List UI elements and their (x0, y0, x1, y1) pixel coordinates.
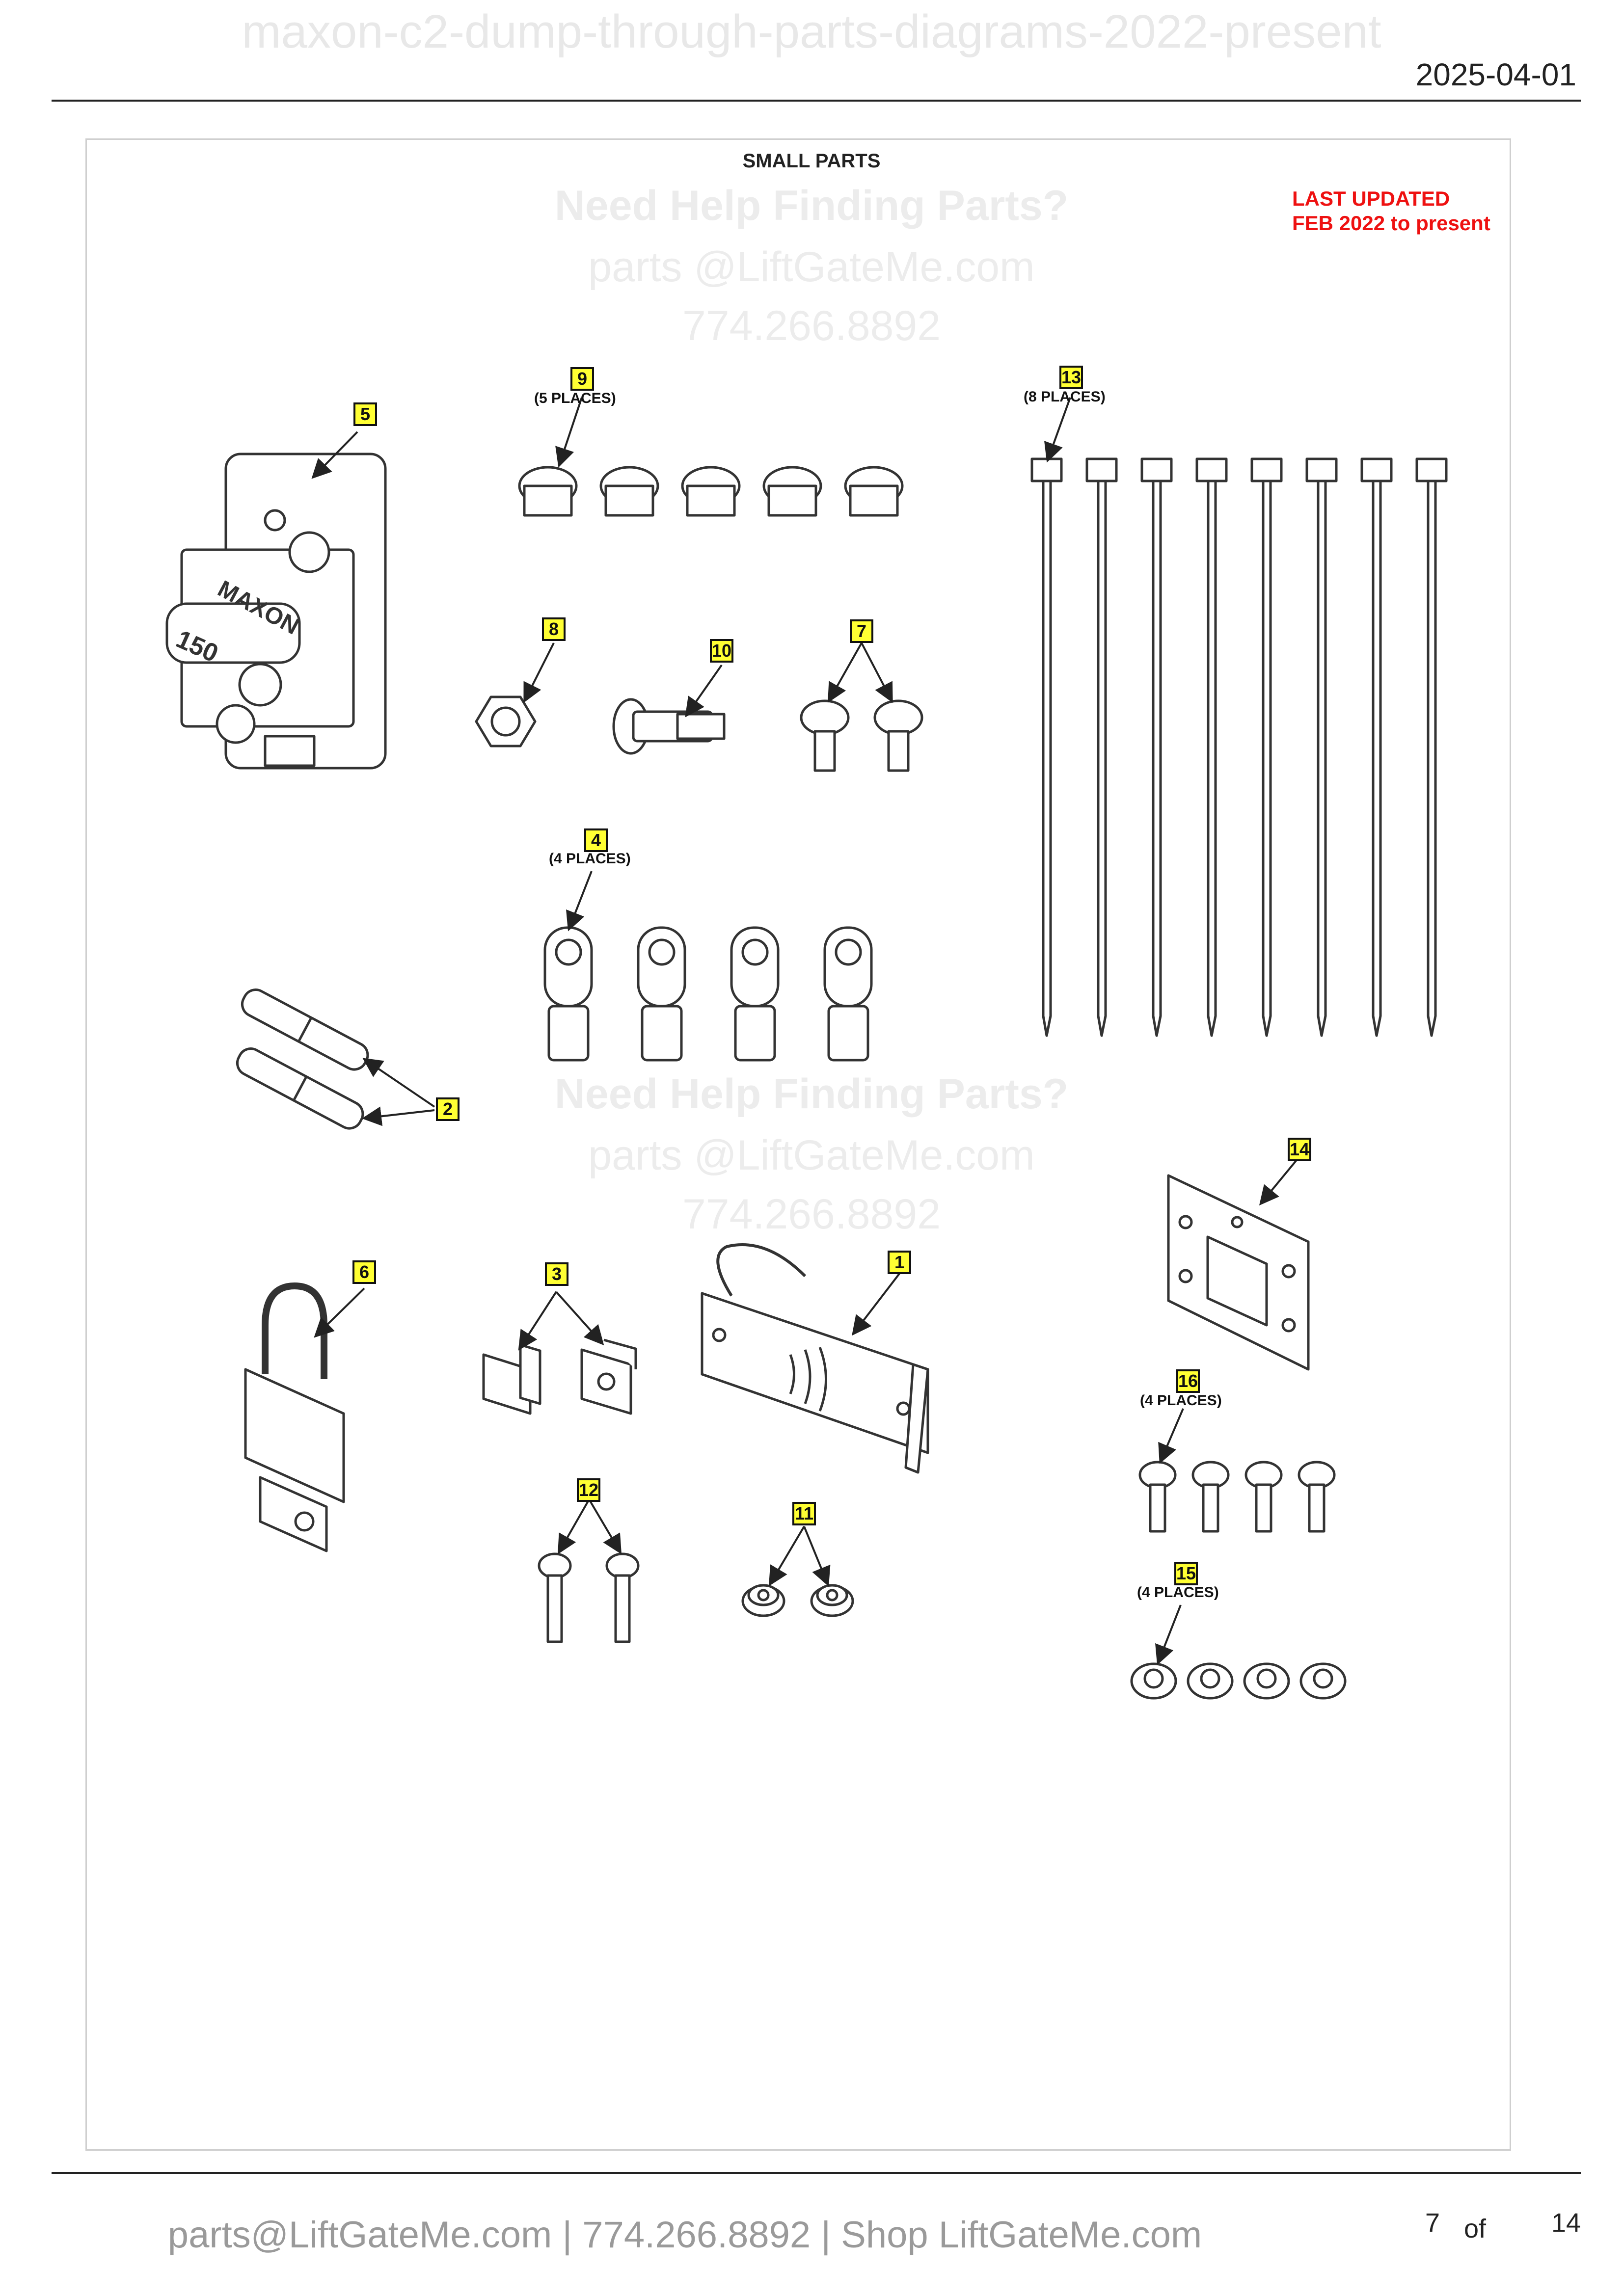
footer-rule (52, 2172, 1581, 2174)
places-label-13: (8 PLACES) (1024, 389, 1106, 405)
header-rule (52, 100, 1581, 102)
document-title-watermark: maxon-c2-dump-through-parts-diagrams-202… (242, 5, 1381, 58)
callout-5: 5 (353, 402, 377, 426)
circuit-breaker-part (165, 453, 387, 770)
sheet-title: SMALL PARTS (742, 150, 881, 172)
sensor-module-part (701, 1243, 929, 1474)
callout-2: 2 (436, 1097, 460, 1121)
callout-13: 13 (1059, 366, 1083, 389)
shoulder-bolt-part (612, 698, 726, 755)
callout-4: 4 (584, 828, 608, 852)
callout-7: 7 (850, 619, 873, 643)
footer-contact: parts@LiftGateMe.com | 774.266.8892 | Sh… (167, 2214, 1202, 2256)
cable-tie-parts (1030, 457, 1448, 1037)
page-number-current: 7 (1425, 2208, 1440, 2238)
callout-9: 9 (570, 367, 594, 391)
places-label-16: (4 PLACES) (1140, 1392, 1222, 1409)
watermark-phone-mid: 774.266.8892 (682, 1191, 941, 1238)
last-updated-line1: LAST UPDATED (1292, 187, 1450, 210)
butt-connector-parts (236, 988, 369, 1130)
connector-housing-parts (482, 1338, 637, 1415)
watermark-email-mid: parts @LiftGateMe.com (588, 1132, 1035, 1179)
diagram-frame (85, 138, 1511, 2151)
callout-16: 16 (1176, 1369, 1200, 1393)
places-label-9: (5 PLACES) (534, 390, 616, 406)
watermark-email-top: parts @LiftGateMe.com (588, 243, 1035, 291)
lock-nut-part (475, 695, 537, 748)
screw-parts-16 (1138, 1461, 1336, 1533)
callout-3: 3 (545, 1262, 568, 1286)
callout-14: 14 (1288, 1138, 1311, 1161)
places-label-15: (4 PLACES) (1137, 1584, 1219, 1601)
screw-parts-12 (538, 1552, 640, 1643)
callout-11: 11 (792, 1502, 816, 1525)
document-date: 2025-04-01 (1415, 57, 1576, 92)
plug-parts (518, 466, 904, 517)
places-label-4: (4 PLACES) (549, 851, 631, 867)
padlock-part (244, 1282, 345, 1552)
callout-12: 12 (577, 1478, 600, 1502)
callout-15: 15 (1174, 1562, 1198, 1585)
last-updated-line2: FEB 2022 to present (1292, 212, 1490, 235)
ring-terminal-parts (543, 926, 873, 1062)
callout-8: 8 (542, 617, 566, 641)
screw-parts-7 (800, 699, 923, 772)
lock-nut-parts-15 (1130, 1662, 1347, 1700)
page-number-total: 14 (1551, 2208, 1581, 2238)
mounting-plate-part (1167, 1174, 1310, 1371)
watermark-phone-top: 774.266.8892 (682, 302, 941, 349)
watermark-heading-top: Need Help Finding Parts? (554, 182, 1069, 229)
last-updated-note: LAST UPDATED FEB 2022 to present (1292, 187, 1490, 236)
callout-10: 10 (710, 639, 733, 663)
callout-6: 6 (352, 1260, 376, 1284)
watermark-heading-mid: Need Help Finding Parts? (554, 1070, 1069, 1118)
keps-nut-parts (741, 1584, 854, 1617)
page-number-of: of (1464, 2214, 1487, 2243)
callout-1: 1 (888, 1251, 911, 1274)
